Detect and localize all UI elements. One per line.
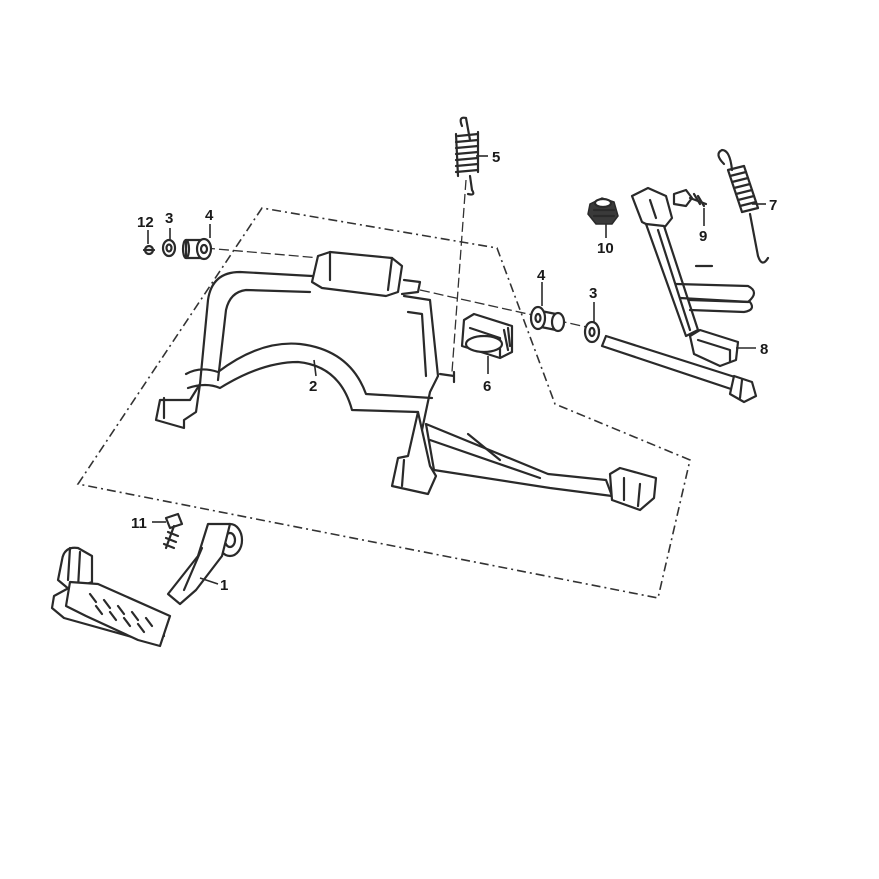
callout-10: 10	[597, 240, 614, 257]
callout-1: 1	[220, 577, 228, 594]
callout-9: 9	[699, 228, 707, 245]
clip-12	[142, 244, 156, 256]
callout-8: 8	[760, 341, 768, 358]
spring-axis-line	[451, 179, 467, 373]
callout-5: 5	[492, 149, 500, 166]
callout-7: 7	[769, 197, 777, 214]
side-stand-spring	[717, 148, 770, 264]
bushing-left	[181, 237, 213, 261]
callout-4-left: 4	[205, 207, 214, 224]
washer-left	[161, 238, 177, 258]
bolt-9	[672, 188, 708, 208]
return-spring	[454, 116, 480, 196]
rubber-stopper	[460, 312, 514, 360]
pivot-bolt	[600, 334, 758, 404]
bushing-right	[529, 305, 566, 333]
callout-3-right: 3	[589, 285, 597, 302]
leader-1	[199, 577, 219, 585]
callout-12: 12	[137, 214, 154, 231]
bolt-11	[162, 512, 184, 550]
pivot-axis-line-right	[419, 289, 601, 331]
rubber-cap	[587, 197, 619, 225]
callout-3-left: 3	[165, 210, 173, 227]
main-stand	[154, 250, 658, 512]
callout-11: 11	[131, 515, 147, 532]
callout-4-right: 4	[537, 267, 546, 284]
pivot-axis-line	[204, 247, 321, 259]
kick-lever	[50, 522, 244, 648]
assembly-boundary	[76, 207, 691, 599]
washer-right	[583, 320, 601, 344]
callout-6: 6	[483, 378, 491, 395]
side-stand	[630, 186, 756, 368]
callout-2: 2	[309, 378, 317, 395]
leader-2	[313, 359, 317, 377]
